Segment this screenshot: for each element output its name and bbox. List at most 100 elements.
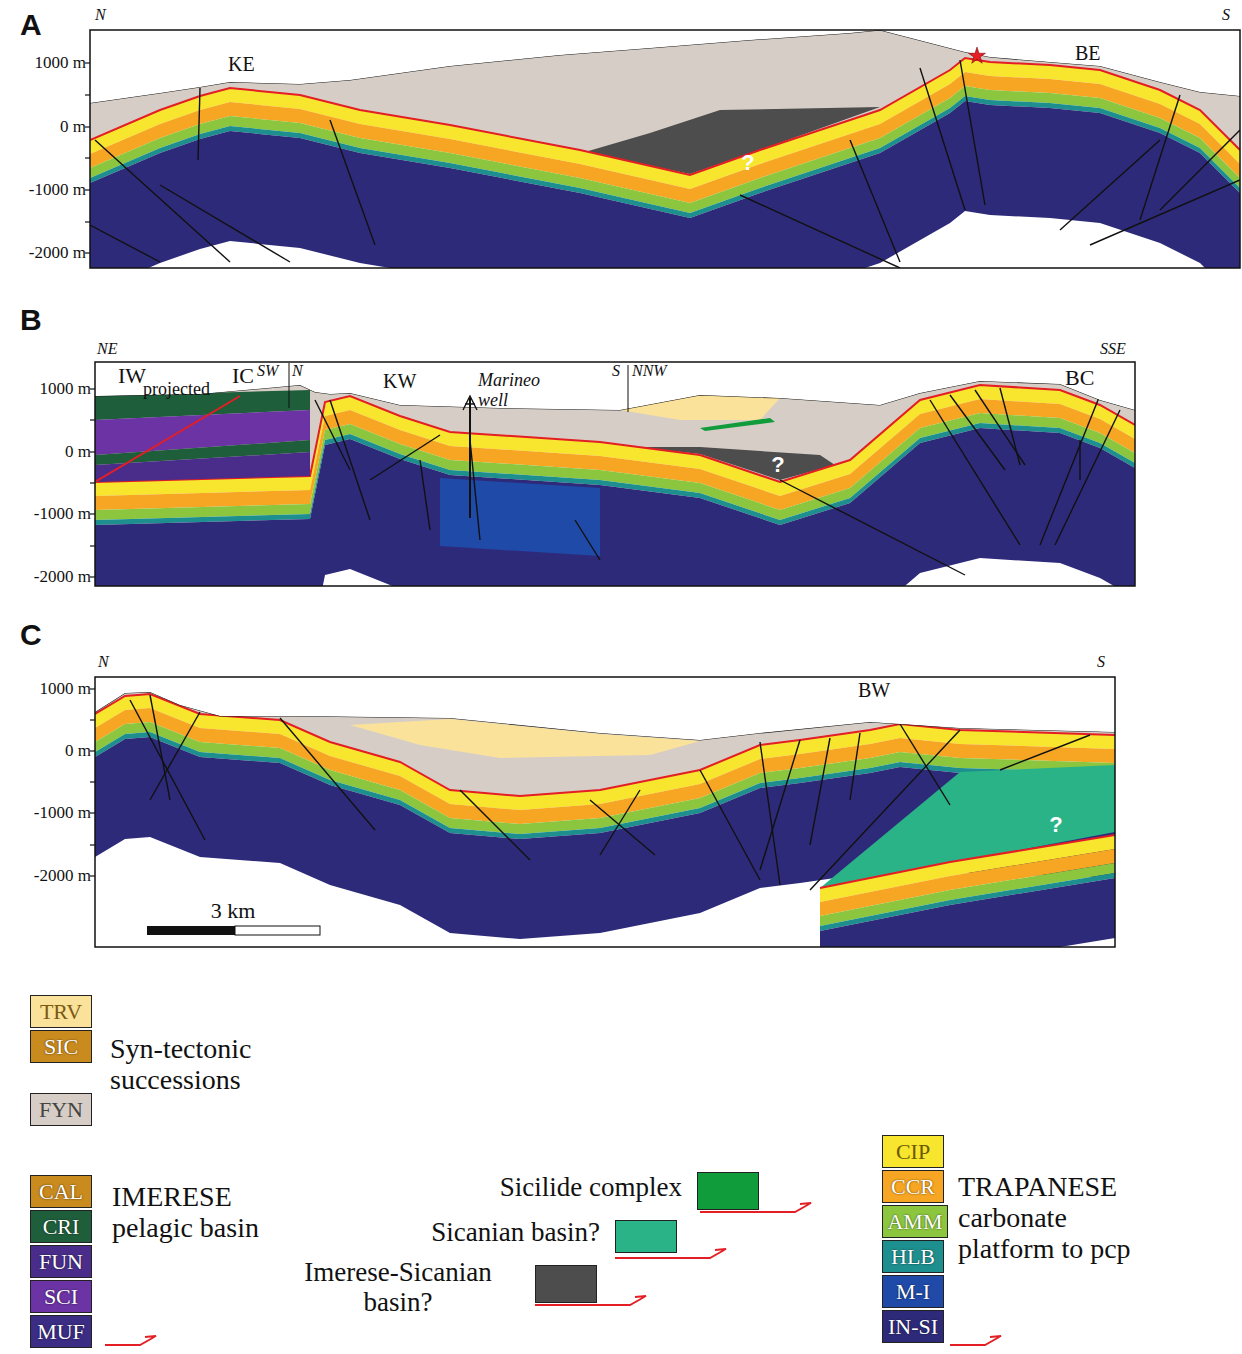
label-text: ? [771, 453, 784, 477]
legend-code: MUF [37, 1321, 85, 1343]
axis-tick [90, 482, 95, 483]
label-text: IC [232, 364, 254, 388]
fault-line [900, 724, 950, 805]
fault-line [470, 440, 480, 540]
label-text: C [20, 618, 42, 651]
cross-section [95, 692, 1115, 991]
axis-tick [85, 157, 90, 158]
section-divider [628, 365, 629, 412]
label-text: Syn-tectonic successions [110, 1034, 330, 1096]
panel-frame [95, 677, 1115, 947]
fault-line [760, 740, 800, 870]
thrust-line [95, 385, 1135, 482]
panel-frame [95, 362, 1135, 586]
legend-code: HLB [891, 1246, 935, 1268]
label-text: 3 km [211, 899, 256, 923]
label-text: -1000 m [29, 181, 86, 200]
fault-line [600, 790, 640, 855]
fault-line [810, 730, 960, 890]
axis-tick [90, 781, 95, 782]
fault-line [1140, 95, 1180, 220]
legend-code: TRV [40, 1001, 82, 1023]
red-star [968, 47, 985, 63]
fault-line [330, 120, 375, 245]
legend-swatch [697, 1172, 759, 1210]
cross-section [90, 30, 1240, 328]
fault-line [575, 520, 600, 560]
label-text: 1000 m [35, 54, 86, 73]
fault-line [315, 400, 350, 470]
legend-swatch [615, 1220, 677, 1253]
fault-line [1090, 180, 1240, 245]
unit-fill [350, 719, 700, 758]
legend-code: CIP [896, 1141, 930, 1163]
thrust-line [90, 58, 1240, 175]
unit-fill [700, 418, 775, 431]
fault-line [1000, 735, 1090, 770]
legend-text: Sicilide complex [500, 1173, 682, 1203]
label-text: S [612, 362, 620, 380]
fault-line [198, 88, 200, 160]
well-symbol [463, 396, 477, 410]
label-text: BE [1075, 42, 1101, 64]
fault-line [130, 700, 205, 840]
fault-line [1060, 140, 1160, 230]
legend-code: IN-SI [888, 1316, 938, 1338]
legend-swatch: MUF [30, 1315, 92, 1348]
label-text: -2000 m [34, 568, 91, 587]
label-text: KW [383, 370, 416, 392]
axis-tick [90, 844, 95, 845]
cross-section [95, 381, 1135, 655]
label-text: S [1097, 653, 1105, 671]
label-text: SW [257, 362, 278, 380]
label-text: 1000 m [40, 680, 91, 699]
label-text: -1000 m [34, 804, 91, 823]
legend-code: SIC [44, 1036, 78, 1058]
thrust-line [820, 835, 1115, 888]
axis-tick [85, 221, 90, 222]
legend-swatch: CIP [882, 1135, 944, 1168]
legend-swatch: SIC [30, 1030, 92, 1063]
label-text: -2000 m [29, 244, 86, 263]
legend-code: AMM [887, 1211, 942, 1233]
label-text: BW [858, 679, 890, 701]
fault-line [95, 140, 230, 262]
fault-line [330, 400, 370, 520]
strata-layer [820, 878, 1115, 991]
label-text: BC [1065, 366, 1094, 390]
fault-line [370, 435, 440, 480]
fault-line [920, 68, 965, 210]
label-text: 0 m [65, 443, 91, 462]
fault-line [1000, 388, 1020, 465]
legend-swatch: HLB [882, 1240, 944, 1273]
axis-tick [90, 719, 95, 720]
fault-line [1079, 440, 1080, 480]
axis-tick [90, 419, 95, 420]
fault-line [150, 695, 170, 800]
label-text: -1000 m [34, 505, 91, 524]
fault-line [700, 770, 760, 880]
legend-text: Imerese-Sicanian basin? [268, 1258, 528, 1317]
label-text: ? [741, 151, 754, 175]
axis-tick [85, 94, 90, 95]
fault-line [960, 60, 985, 205]
label-text: N [292, 362, 303, 380]
label-text: NNW [632, 362, 667, 380]
fault-line [280, 718, 375, 830]
label-text: TRAPANESE carbonate platform to pcp [958, 1172, 1140, 1264]
label-text: IW [118, 364, 146, 388]
legend-code: CAL [39, 1181, 83, 1203]
label-text: S [1222, 6, 1230, 24]
thrust-symbol [105, 1336, 156, 1345]
fault-line [160, 185, 290, 262]
panel-frame [90, 30, 1240, 268]
thrust-symbol [950, 1336, 1001, 1345]
label-text: B [20, 303, 42, 336]
legend-text: Sicanian basin? [431, 1218, 600, 1248]
fault-line [90, 225, 160, 262]
label-text: -2000 m [34, 867, 91, 886]
label-text: SSE [1100, 340, 1126, 358]
legend-code: SCI [44, 1286, 78, 1308]
legend-swatch: CAL [30, 1175, 92, 1208]
